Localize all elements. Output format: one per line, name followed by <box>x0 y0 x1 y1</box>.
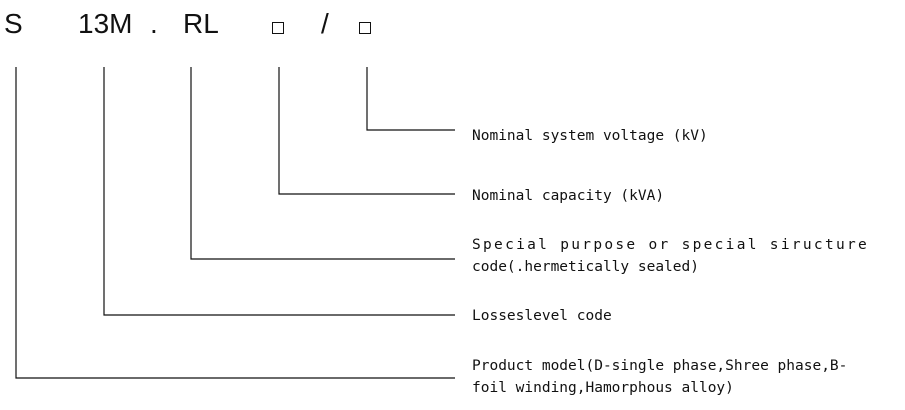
voltage-description: Nominal system voltage (kV) <box>472 128 708 144</box>
product-description-line1: Product model(D-single phase,Shree phase… <box>472 358 848 374</box>
capacity-placeholder-box <box>272 22 284 34</box>
code-loss-level: 13M <box>78 8 133 39</box>
code-dot: . <box>150 8 158 39</box>
voltage-placeholder-box <box>359 22 371 34</box>
code-feature: RL <box>183 8 219 39</box>
special-description-line2: code(.hermetically sealed) <box>472 259 699 275</box>
code-slash: / <box>321 8 329 39</box>
voltage-connector <box>366 67 455 131</box>
special-connector <box>190 67 455 260</box>
losses-connector <box>103 67 455 316</box>
capacity-description: Nominal capacity (kVA) <box>472 188 665 204</box>
special-description-line1: Special purpose or special siructure <box>472 237 870 253</box>
product-description-line2: foil winding,Hamorphous alloy) <box>472 380 734 396</box>
code-series-letter: S <box>4 8 23 39</box>
product-connector <box>15 67 455 379</box>
capacity-connector <box>278 67 455 195</box>
losses-description: Losseslevel code <box>472 308 612 324</box>
